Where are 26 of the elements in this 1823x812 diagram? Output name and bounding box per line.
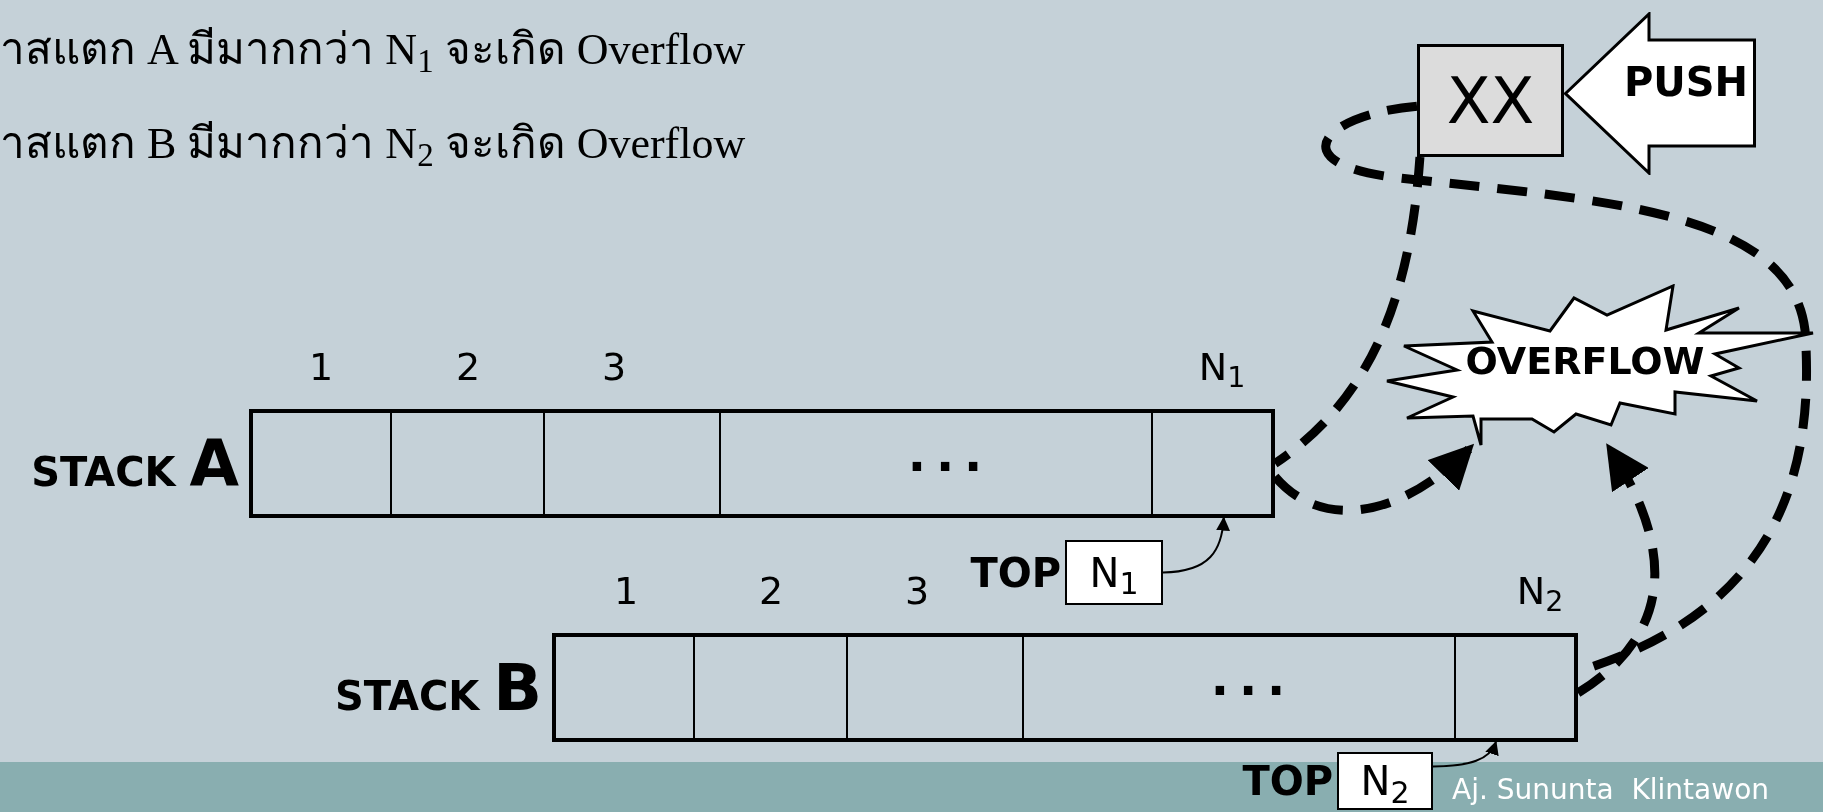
pointer-box: N$_{1}$	[1065, 540, 1163, 605]
data-box: XX	[1417, 44, 1564, 157]
ellipsis: ...	[1210, 654, 1296, 702]
cell-index: 2	[455, 348, 481, 386]
ellipsis: ...	[907, 430, 993, 478]
stack-title: STACK B	[335, 655, 542, 720]
top-label: TOP	[1241, 761, 1333, 801]
cell-index: N$_{2}$	[1516, 572, 1564, 610]
arrow	[1575, 443, 1660, 697]
cell-index: 3	[904, 572, 930, 610]
pointer-box: N$_{2}$	[1337, 752, 1433, 810]
top-label: TOP	[969, 552, 1061, 593]
stack-title: STACK A	[31, 431, 239, 496]
arrow	[1162, 516, 1230, 574]
condition-text: าสแตก A มีมากกว่า N$_{1}$ จะเกิด Overflow	[0, 28, 746, 72]
cell-index: 1	[308, 348, 334, 386]
connector-line	[1272, 156, 1425, 468]
cell-index: 2	[758, 572, 784, 610]
cell-index: N$_{1}$	[1198, 348, 1246, 386]
author-credit: Aj. Sununta Klintawon	[1452, 776, 1769, 804]
overflow-label: OVERFLOW	[1464, 342, 1706, 380]
arrow	[1432, 740, 1498, 768]
push-label: PUSH	[1624, 62, 1748, 102]
cell-index: 3	[601, 348, 627, 386]
condition-text: าสแตก B มีมากกว่า N$_{2}$ จะเกิด Overflow	[0, 122, 746, 166]
cell-index: 1	[613, 572, 639, 610]
